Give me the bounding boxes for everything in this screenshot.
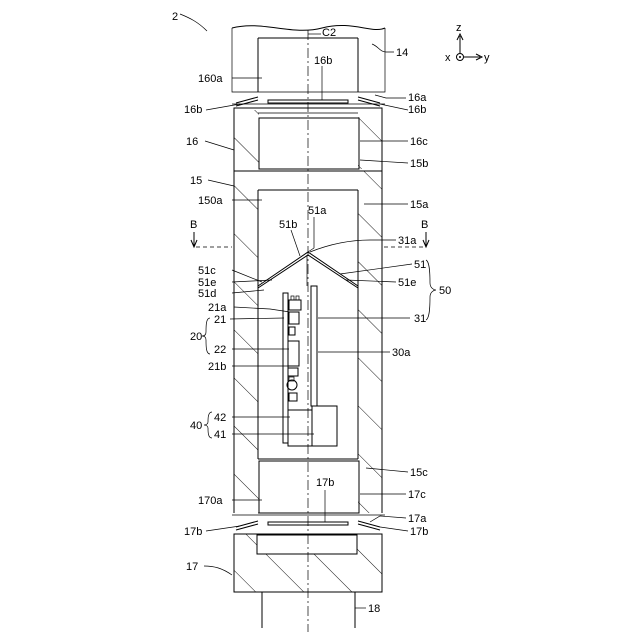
label-15b: 15b	[410, 158, 428, 170]
figure-number-label: 2	[172, 11, 178, 23]
label-30a: 30a	[392, 347, 411, 359]
label-15a: 15a	[410, 199, 429, 211]
label-17b-top: 17b	[316, 477, 334, 489]
label-31a: 31a	[398, 235, 417, 247]
section-mark-left: B	[190, 219, 197, 231]
label-20: 20	[190, 331, 202, 343]
label-16b-left: 16b	[184, 104, 202, 116]
centerline-label: C2	[322, 27, 336, 39]
label-17: 17	[186, 561, 198, 573]
label-50: 50	[439, 285, 451, 297]
label-51: 51	[414, 259, 426, 271]
label-18: 18	[368, 603, 380, 615]
label-51b: 51b	[279, 219, 297, 231]
axis-x-label: x	[445, 52, 451, 64]
label-16a: 16a	[408, 92, 427, 104]
label-16c: 16c	[410, 136, 428, 148]
coordinate-axes	[457, 34, 483, 61]
label-51c: 51c	[198, 265, 216, 277]
label-15c: 15c	[410, 467, 428, 479]
reference-labels: 2 C2 z x y B B 14 160a 16b 16a 16b 16b 1…	[172, 11, 490, 615]
label-150a: 150a	[198, 195, 223, 207]
label-16: 16	[186, 136, 198, 148]
label-22: 22	[214, 344, 226, 356]
label-170a: 170a	[198, 495, 223, 507]
axis-y-label: y	[484, 52, 490, 64]
label-14: 14	[396, 47, 408, 59]
label-160a: 160a	[198, 73, 223, 85]
section-mark-right: B	[421, 219, 428, 231]
label-15: 15	[190, 175, 202, 187]
label-21a: 21a	[208, 302, 227, 314]
label-17b-right: 17b	[410, 526, 428, 538]
label-51d: 51d	[198, 288, 216, 300]
label-41: 41	[214, 429, 226, 441]
label-16b-top: 16b	[314, 55, 332, 67]
label-40: 40	[190, 420, 202, 432]
label-17a: 17a	[408, 513, 427, 525]
label-51a: 51a	[308, 205, 327, 217]
label-17c: 17c	[408, 489, 426, 501]
label-17b-left: 17b	[184, 526, 202, 538]
label-16b-right: 16b	[408, 104, 426, 116]
label-31: 31	[414, 313, 426, 325]
axis-z-label: z	[456, 22, 462, 34]
label-51e-right: 51e	[398, 277, 416, 289]
section-line-b	[191, 232, 429, 247]
label-42: 42	[214, 412, 226, 424]
label-21b: 21b	[208, 361, 226, 373]
label-21: 21	[214, 314, 226, 326]
